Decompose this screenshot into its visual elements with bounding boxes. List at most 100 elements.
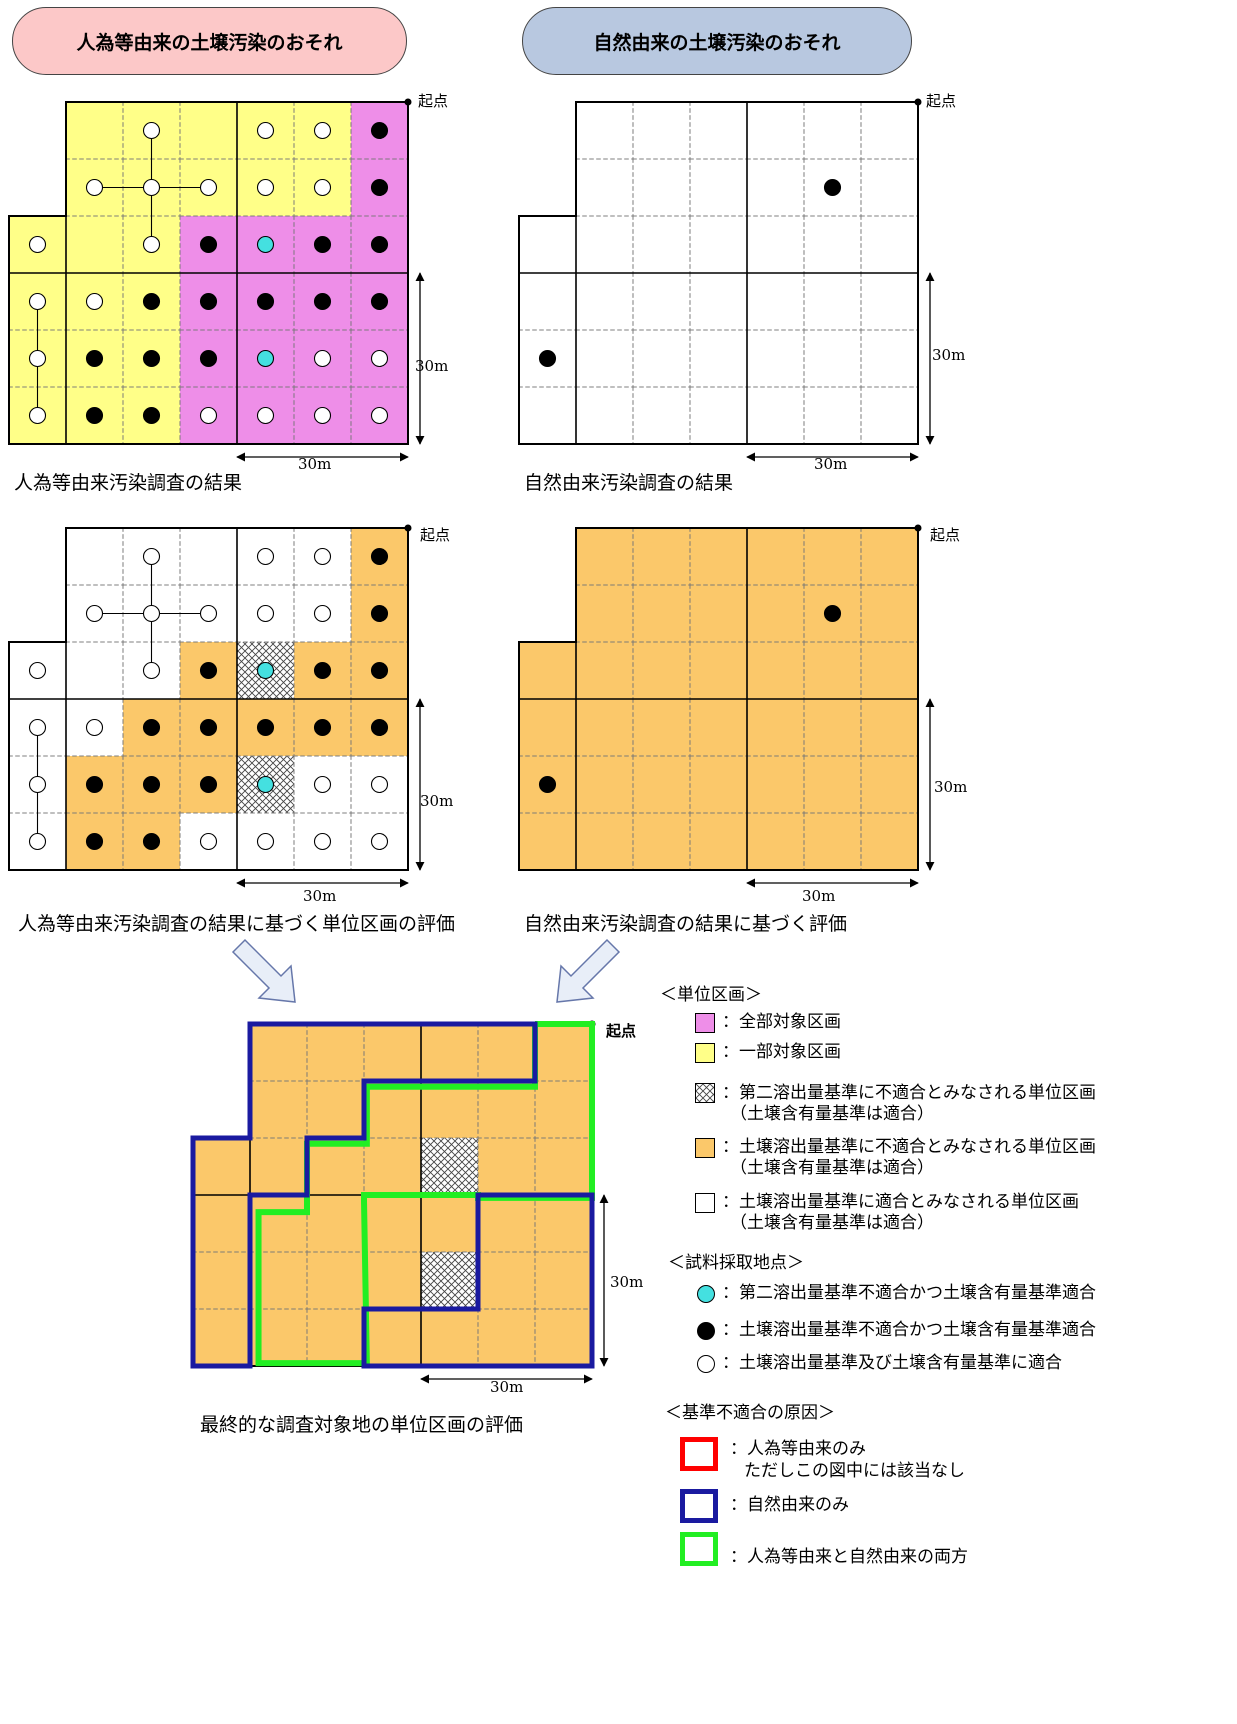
sample-point (256, 775, 275, 794)
sample-point (370, 604, 389, 623)
legend-sample-cyan: ：第二溶出量基準不適合かつ土壌含有量基準適合 (722, 1283, 1096, 1303)
sample-point (370, 661, 389, 680)
sample-point (256, 292, 275, 311)
sample-point (142, 661, 161, 680)
sample-point (313, 178, 332, 197)
sample-point (142, 292, 161, 311)
legend-cause-blue: ：自然由来のみ (730, 1495, 849, 1515)
caption-natural-results: 自然由来汚染調査の結果 (524, 472, 734, 494)
sample-point (370, 832, 389, 851)
legend-dot-cyan (697, 1285, 715, 1303)
origin-label-d: 起点 (930, 526, 961, 544)
legend-cause-red-sub: ただしこの図中には該当なし (744, 1461, 965, 1481)
origin-label-final: 起点 (606, 1022, 637, 1040)
sample-point (313, 604, 332, 623)
sample-point (28, 349, 47, 368)
legend-swatch-orange (695, 1138, 715, 1158)
sample-point (313, 661, 332, 680)
sample-point (28, 235, 47, 254)
sample-point (142, 178, 161, 197)
sample-point (256, 178, 275, 197)
sample-point (142, 121, 161, 140)
sample-point (142, 235, 161, 254)
sample-point (313, 121, 332, 140)
sample-point (199, 832, 218, 851)
dim-c-vertical: 30m (420, 792, 454, 810)
legend-sample-white: ：土壌溶出量基準及び土壌含有量基準に適合 (722, 1353, 1062, 1373)
sample-point (370, 292, 389, 311)
sample-point (199, 718, 218, 737)
caption-anthropogenic-results: 人為等由来汚染調査の結果 (14, 472, 243, 494)
legend-elution-fail-sub: （土壌含有量基準は適合） (730, 1158, 934, 1178)
sample-point (28, 661, 47, 680)
sample-point (313, 547, 332, 566)
legend-elution-ok-sub: （土壌含有量基準は適合） (730, 1213, 934, 1233)
sample-point (313, 718, 332, 737)
sample-point (313, 775, 332, 794)
arrow-right (556, 938, 621, 1003)
sample-point (313, 235, 332, 254)
sample-point (256, 661, 275, 680)
sample-point (538, 349, 557, 368)
legend-box-red (680, 1437, 718, 1471)
sample-point (256, 235, 275, 254)
sample-point (199, 292, 218, 311)
legend-cause-title: ＜基準不適合の原因＞ (665, 1403, 835, 1423)
sample-point (142, 718, 161, 737)
legend-swatch-crosshatch (695, 1083, 715, 1103)
legend-cause-red: ：人為等由来のみ (730, 1439, 866, 1459)
sample-point (313, 349, 332, 368)
legend-swatch-pink (695, 1013, 715, 1033)
legend-part-target: ：一部対象区画 (722, 1042, 841, 1062)
legend-elution-fail: ：土壌溶出量基準に不適合とみなされる単位区画 (722, 1137, 1096, 1157)
sample-point (28, 775, 47, 794)
legend-all-target: ：全部対象区画 (722, 1012, 841, 1032)
legend-second-elution: ：第二溶出量基準に不適合とみなされる単位区画 (722, 1083, 1096, 1103)
legend-sample-black: ：土壌溶出量基準不適合かつ土壌含有量基準適合 (722, 1320, 1096, 1340)
boundary-blue (361, 1192, 595, 1369)
sample-point (28, 292, 47, 311)
sample-point (199, 349, 218, 368)
dim-c-horizontal: 30m (303, 887, 337, 905)
sample-point (199, 235, 218, 254)
caption-natural-evaluation: 自然由来汚染調査の結果に基づく評価 (524, 913, 848, 935)
sample-point (256, 349, 275, 368)
legend-cause-green: ：人為等由来と自然由来の両方 (730, 1547, 968, 1567)
dim-b-vertical: 30m (932, 346, 966, 364)
dim-b-horizontal: 30m (814, 455, 848, 473)
sample-point (85, 832, 104, 851)
legend-sample-title: ＜試料採取地点＞ (668, 1253, 804, 1273)
sample-point (370, 775, 389, 794)
legend-box-blue (680, 1489, 718, 1523)
sample-point (370, 121, 389, 140)
sample-point (28, 832, 47, 851)
sample-point (199, 775, 218, 794)
legend-unit-title: ＜単位区画＞ (660, 985, 762, 1005)
origin-label-c: 起点 (420, 526, 451, 544)
sample-point (85, 406, 104, 425)
dim-d-vertical: 30m (934, 778, 968, 796)
sample-point (256, 604, 275, 623)
legend-second-elution-sub: （土壌含有量基準は適合） (730, 1104, 934, 1124)
boundary-green (255, 1021, 595, 1367)
origin-label-a: 起点 (418, 92, 449, 110)
sample-point (142, 604, 161, 623)
sample-point (256, 547, 275, 566)
legend-box-green (680, 1532, 718, 1566)
sample-point (370, 349, 389, 368)
sample-point (370, 718, 389, 737)
dim-final-vertical: 30m (610, 1273, 644, 1291)
sample-point (85, 775, 104, 794)
sample-point (199, 661, 218, 680)
sample-point (823, 604, 842, 623)
sample-point (538, 775, 557, 794)
dim-a-horizontal: 30m (298, 455, 332, 473)
sample-point (313, 292, 332, 311)
sample-point (142, 406, 161, 425)
sample-point (28, 406, 47, 425)
header-anthropogenic: 人為等由来の土壌汚染のおそれ (12, 7, 407, 75)
sample-point (85, 178, 104, 197)
legend-elution-ok: ：土壌溶出量基準に適合とみなされる単位区画 (722, 1192, 1079, 1212)
sample-point (256, 121, 275, 140)
